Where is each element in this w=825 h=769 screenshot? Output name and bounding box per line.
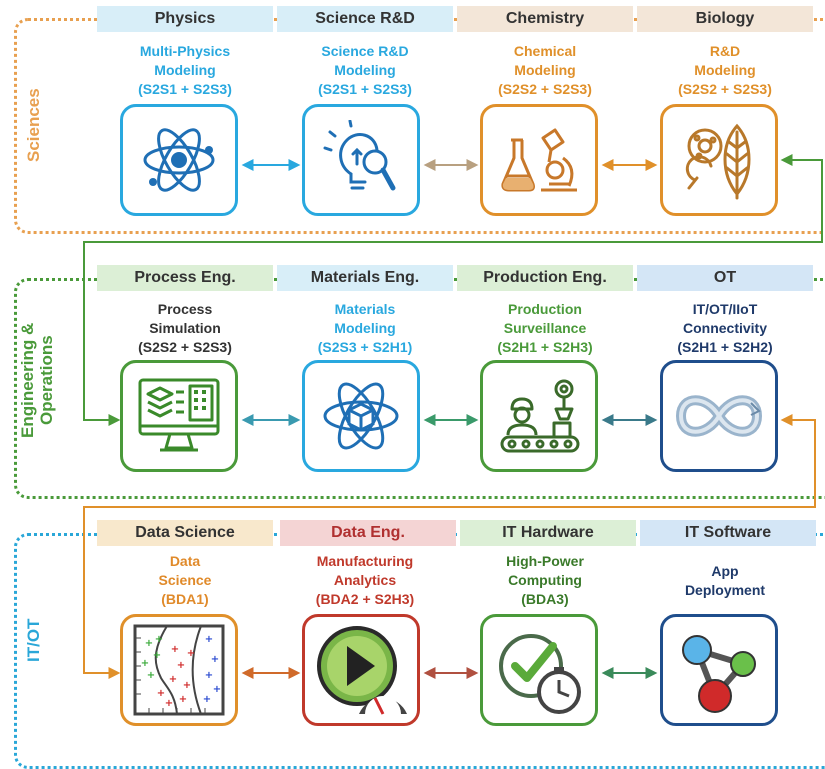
box-chemistry (480, 104, 598, 216)
leaf-cell-icon (685, 123, 751, 200)
atom-cube-icon (323, 382, 399, 450)
svg-text:+: + (147, 670, 155, 681)
checkmark-clock-icon (499, 634, 581, 714)
header-ot: OT (637, 265, 813, 291)
svg-text:+: + (179, 694, 187, 705)
svg-text:+: + (177, 660, 185, 671)
svg-text:+: + (211, 654, 219, 665)
box-data-science: +++ ++ +++ +++ ++ +++ ++ (120, 614, 238, 726)
scatter-plot-icon: +++ ++ +++ +++ ++ +++ ++ (133, 624, 225, 716)
svg-text:+: + (183, 680, 191, 691)
lab-flask-microscope-icon (501, 128, 577, 192)
header-chemistry: Chemistry (457, 6, 633, 32)
header-it-software: IT Software (640, 520, 816, 546)
box-it-hardware (480, 614, 598, 726)
svg-text:+: + (203, 694, 211, 705)
box-science-rd (302, 104, 420, 216)
svg-text:+: + (187, 648, 195, 659)
header-biology: Biology (637, 6, 813, 32)
svg-text:+: + (171, 644, 179, 655)
header-science-rd: Science R&D (277, 6, 453, 32)
svg-text:+: + (205, 634, 213, 645)
lightbulb-magnifier-icon (323, 120, 396, 191)
box-ot (660, 360, 778, 472)
network-nodes-icon (682, 635, 756, 713)
header-data-science: Data Science (97, 520, 273, 546)
svg-text:+: + (141, 658, 149, 669)
play-gauge-icon (317, 626, 407, 715)
box-process (120, 360, 238, 472)
box-data-eng (302, 614, 420, 726)
header-it-hardware: IT Hardware (460, 520, 636, 546)
box-materials (302, 360, 420, 472)
connector-ot-datascience (83, 414, 816, 679)
flow-connectors (83, 154, 823, 679)
connector-biology-process (83, 154, 823, 426)
atom-icon (143, 128, 215, 192)
header-materials-eng: Materials Eng. (277, 265, 453, 291)
svg-text:+: + (155, 634, 163, 645)
box-biology (660, 104, 778, 216)
svg-text:+: + (169, 674, 177, 685)
worker-conveyor-icon (500, 379, 580, 453)
svg-text:+: + (145, 638, 153, 649)
header-data-eng: Data Eng. (280, 520, 456, 546)
svg-text:+: + (165, 698, 173, 709)
header-production-eng: Production Eng. (457, 265, 633, 291)
box-production (480, 360, 598, 472)
box-it-software (660, 614, 778, 726)
header-physics: Physics (97, 6, 273, 32)
svg-text:+: + (153, 650, 161, 661)
svg-text:+: + (205, 670, 213, 681)
infinity-loop-icon (675, 395, 763, 437)
monitor-stack-icon (138, 378, 220, 452)
svg-text:+: + (213, 684, 221, 695)
svg-text:+: + (157, 688, 165, 699)
box-physics (120, 104, 238, 216)
header-process-eng: Process Eng. (97, 265, 273, 291)
